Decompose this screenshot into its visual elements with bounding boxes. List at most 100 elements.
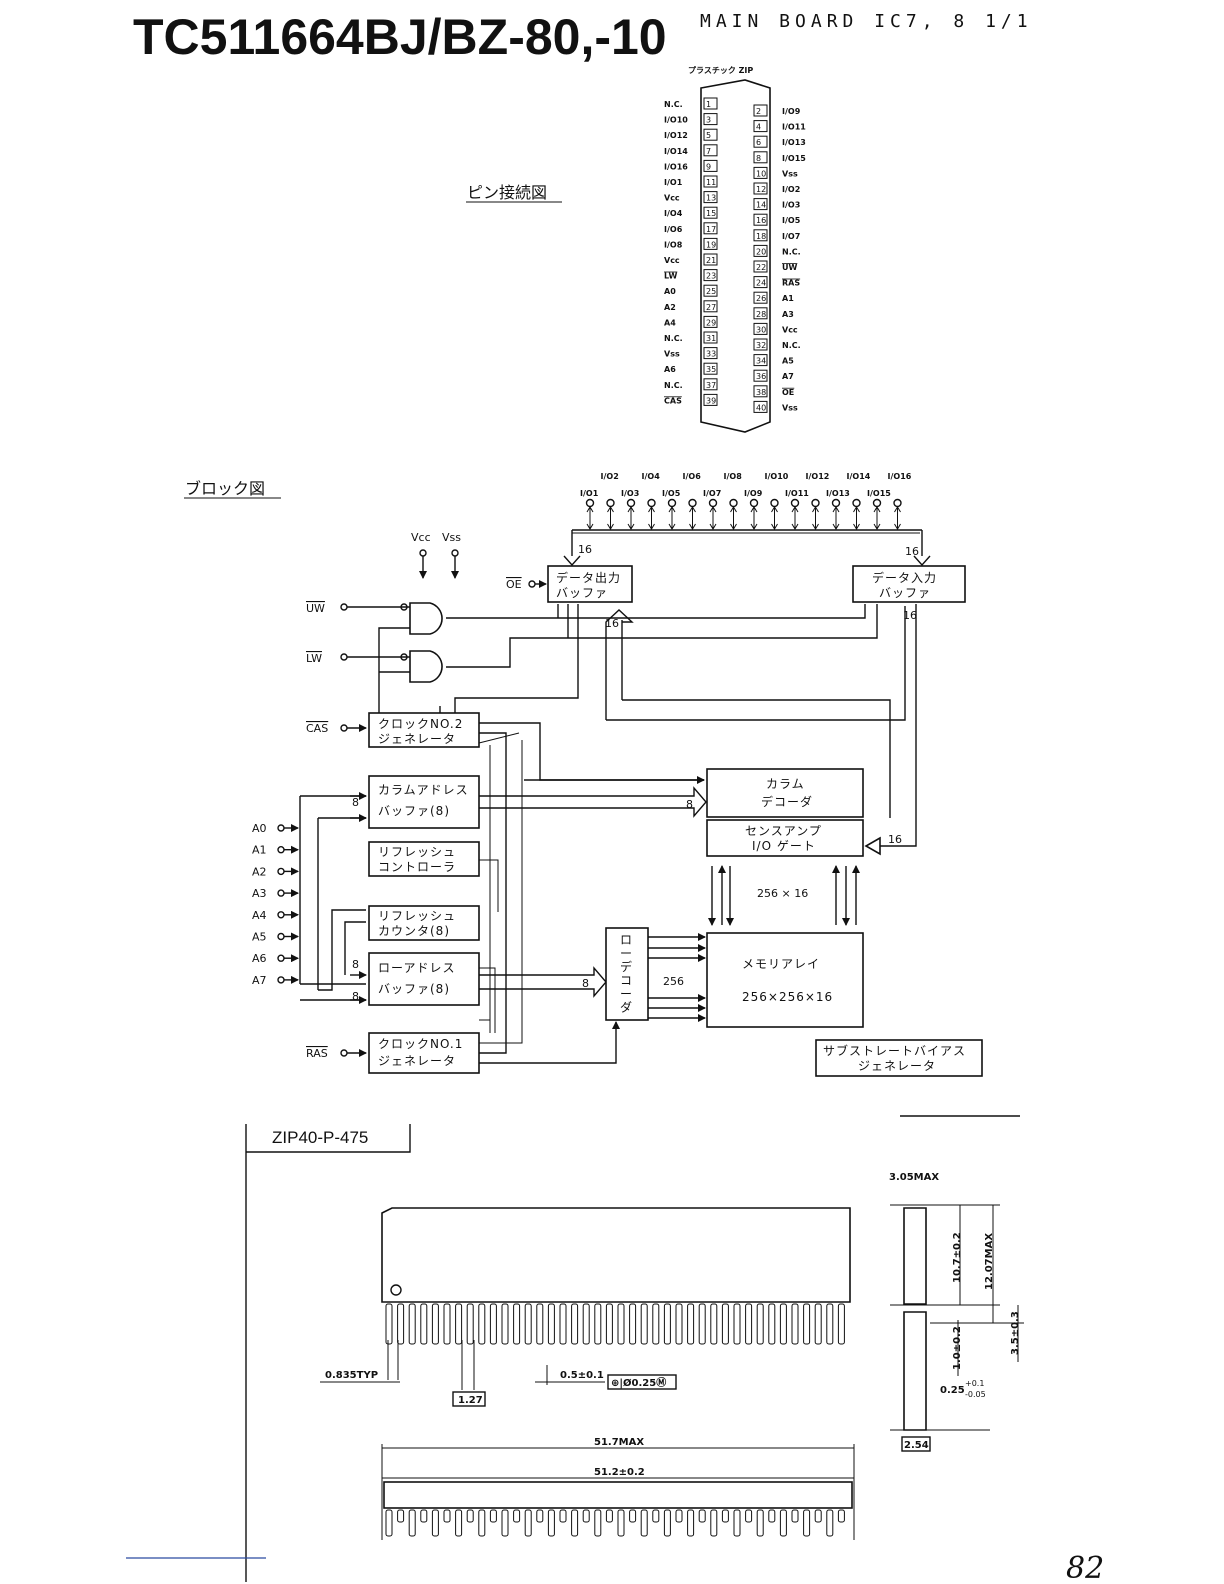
pin-name-right: A3 — [782, 310, 794, 319]
pin-number-left: 5 — [706, 131, 711, 140]
pin-number-left: 31 — [706, 334, 716, 343]
package-type-label: プラスチック ZIP — [688, 65, 753, 75]
dim-height-max: 3.05MAX — [889, 1172, 939, 1183]
bus-label-16-e: 16 — [888, 833, 902, 846]
row-decoder-char: デ — [620, 959, 633, 974]
pin-name-left: Vcc — [664, 256, 680, 265]
pin-number-left: 23 — [706, 272, 716, 281]
pin-number-right: 28 — [756, 310, 766, 319]
address-input-label: A0 — [252, 822, 267, 835]
bus-label-8-e: 8 — [582, 977, 589, 990]
pin-name-right: I/O5 — [782, 216, 801, 225]
pin-name-right: I/O11 — [782, 123, 806, 132]
row-decoder-char: ー — [620, 947, 633, 961]
pin-number-right: 34 — [756, 357, 766, 366]
vcc-label: Vcc — [411, 531, 431, 544]
dim-lead-length: 3.5±0.3 — [1010, 1311, 1021, 1355]
pin-number-right: 14 — [756, 201, 766, 210]
pin-name-left: I/O10 — [664, 116, 688, 125]
bus-label-8-d: 8 — [686, 798, 693, 811]
dim-lead-thickness-tol-plus: +0.1 — [965, 1379, 984, 1388]
pin-number-right: 6 — [756, 138, 761, 147]
io-label-odd: I/O1 — [580, 489, 599, 498]
memory-array — [706, 932, 864, 1028]
io-label-even: I/O6 — [683, 472, 702, 481]
pin-name-left: A6 — [664, 365, 676, 374]
address-input-label: A1 — [252, 844, 267, 857]
pin-name-left: I/O1 — [664, 178, 683, 187]
dim-lead-thickness: 0.25 — [940, 1385, 965, 1396]
pin-name-right: OE — [782, 388, 794, 397]
pin-number-right: 16 — [756, 216, 766, 225]
uw-label: UW — [306, 602, 325, 615]
lw-nand-gate — [409, 650, 443, 683]
io-label-even: I/O8 — [724, 472, 743, 481]
pin-name-right: UW — [782, 263, 797, 272]
row-decoder — [605, 927, 649, 1021]
package-name: ZIP40-P-475 — [272, 1128, 368, 1147]
ras-label: RAS — [306, 1047, 328, 1060]
io-label-even: I/O14 — [847, 472, 871, 481]
pin-name-left: I/O4 — [664, 209, 683, 218]
bottom-view-leads — [385, 1509, 845, 1537]
bus-label-8-c: 8 — [352, 990, 359, 1003]
io-label-odd: I/O15 — [867, 489, 891, 498]
io-label-odd: I/O7 — [703, 489, 721, 498]
pin-number-right: 30 — [756, 325, 766, 334]
pin-number-left: 27 — [706, 303, 716, 312]
sense-amp-label-2: I/O ゲート — [752, 839, 816, 853]
clock-generator-2-label-1: クロックNO.2 — [378, 717, 463, 731]
pin-number-left: 13 — [706, 194, 716, 203]
pin-name-left: A4 — [664, 318, 676, 327]
pin-number-left: 29 — [706, 318, 716, 327]
memory-array-label-1: メモリアレイ — [742, 957, 820, 971]
address-input-label: A3 — [252, 887, 267, 900]
front-view-leads — [385, 1303, 845, 1345]
refresh-controller-label-1: リフレッシュ — [378, 845, 456, 859]
part-number-title: TC511664BJ/BZ-80,-10 — [133, 9, 667, 65]
pin-number-left: 21 — [706, 256, 716, 265]
pin-name-right: I/O9 — [782, 107, 801, 116]
sense-memory-arrows — [708, 865, 860, 926]
pin-number-left: 15 — [706, 209, 716, 218]
pin-number-right: 40 — [756, 403, 766, 412]
pin-name-left: Vcc — [664, 194, 680, 203]
io-label-even: I/O16 — [888, 472, 912, 481]
bus-label-8-a: 8 — [352, 796, 359, 809]
address-input-label: A7 — [252, 974, 267, 987]
pin-name-right: A7 — [782, 372, 794, 381]
pin-name-left: I/O6 — [664, 225, 683, 234]
io-label-odd: I/O5 — [662, 489, 681, 498]
row-decoder-char: ダ — [620, 1000, 633, 1015]
package-front-view — [381, 1207, 851, 1303]
column-address-buffer-label-1: カラムアドレス — [378, 783, 469, 797]
dim-pitch-1-27: 1.27 — [458, 1395, 483, 1406]
bus-label-16-b: 16 — [905, 545, 919, 558]
data-input-buffer-label-1: データ入力 — [872, 570, 937, 585]
row-address-buffer-label-2: バッファ(8) — [378, 982, 450, 996]
data-input-buffer — [852, 565, 966, 603]
pin-name-right: RAS — [782, 279, 800, 288]
dim-body-length: 51.2±0.2 — [594, 1467, 645, 1478]
pin-number-right: 22 — [756, 263, 766, 272]
pin-name-right: I/O13 — [782, 138, 806, 147]
data-input-buffer-label-2: バッファ — [879, 586, 931, 600]
oe-label: OE — [506, 578, 522, 591]
pin-number-left: 1 — [706, 100, 711, 109]
vss-label: Vss — [442, 531, 461, 544]
data-output-buffer — [547, 565, 633, 603]
pin-number-left: 35 — [706, 365, 716, 374]
pin-name-right: I/O7 — [782, 232, 800, 241]
column-address-buffer-label-2: バッファ(8) — [378, 804, 450, 818]
clock-generator-1-label-1: クロックNO.1 — [378, 1037, 463, 1051]
pin-number-right: 26 — [756, 294, 766, 303]
pin-name-right: N.C. — [782, 341, 801, 350]
pin-number-left: 39 — [706, 396, 716, 405]
lw-label: LW — [306, 652, 322, 665]
sense-amp-label-1: センスアンプ — [745, 824, 822, 838]
package-side-view — [903, 1207, 927, 1305]
uw-nand-gate — [409, 602, 443, 635]
io-label-odd: I/O3 — [621, 489, 639, 498]
